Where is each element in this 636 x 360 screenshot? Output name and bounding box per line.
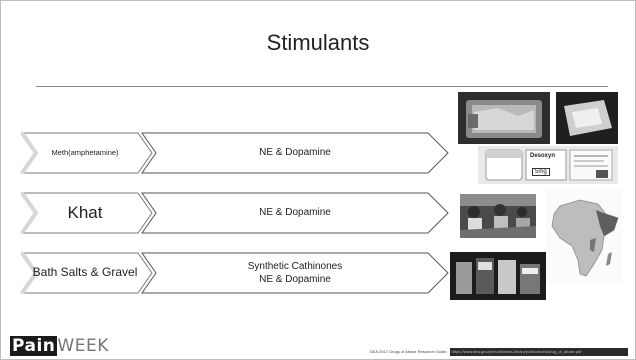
row-label: Khat [67, 203, 103, 223]
row-khat: Khat NE & Dopamine [20, 192, 450, 234]
khat-market-photo [460, 194, 536, 238]
row-effect-text: NE & Dopamine [162, 192, 428, 234]
desoxyn-brand-text: Desoxyn [530, 153, 556, 159]
africa-map-photo [546, 190, 622, 284]
desoxyn-bottle-photo: Desoxyn 5mg [478, 146, 618, 184]
effect-line: Synthetic Cathinones [247, 260, 343, 272]
source-citation: DEA 2017 Drugs of Abuse Resource Guide. … [370, 348, 628, 356]
effect-line: NE & Dopamine [259, 207, 331, 219]
row-label: Meth(amphetamine) [51, 147, 119, 157]
slide-title: Stimulants [266, 30, 370, 55]
row-effect-text: Synthetic Cathinones NE & Dopamine [162, 252, 428, 294]
effect-line: NE & Dopamine [259, 274, 331, 285]
meth-bag-photo [556, 92, 618, 144]
row-methamphetamine: Meth(amphetamine) NE & Dopamine [20, 132, 450, 174]
citation-text: DEA 2017 Drugs of Abuse Resource Guide. [370, 349, 448, 354]
meth-crystal-tray-photo [458, 92, 550, 144]
row-chevron-shapes [20, 192, 449, 234]
effect-line: NE & Dopamine [259, 147, 331, 159]
logo-pain-text: Pain [10, 336, 58, 356]
row-effect-text: NE & Dopamine [162, 132, 428, 174]
citation-url[interactable]: https://www.dea.gov/pr/multimedia-librar… [449, 348, 628, 356]
row-chevron-shapes [20, 132, 449, 174]
logo-week-text: WEEK [57, 336, 109, 356]
desoxyn-dose-text: 5mg [532, 168, 550, 176]
row-label: Bath Salts & Gravel [32, 265, 138, 280]
title-divider [36, 86, 608, 87]
row-bath-salts: Bath Salts & Gravel Synthetic Cathinones… [20, 252, 450, 294]
row-chevron-shapes [20, 252, 449, 294]
bath-salts-packages-photo [450, 252, 546, 300]
